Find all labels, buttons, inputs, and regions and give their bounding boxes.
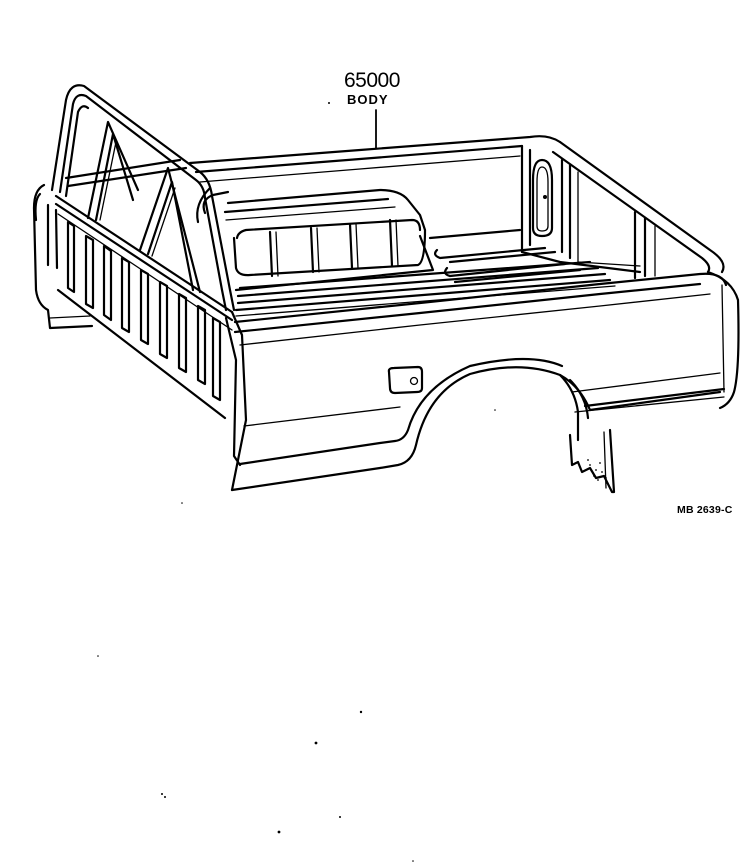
- bed-storage-box: [196, 186, 427, 278]
- callout-leader-line: [328, 102, 377, 149]
- callout-part-name: BODY: [347, 92, 389, 107]
- bed-floor-ribs: [234, 228, 616, 317]
- scan-speckles: [97, 409, 496, 862]
- roll-bar: [46, 84, 236, 312]
- mud-flap: [568, 428, 616, 494]
- bed-side-outer-panel: [224, 270, 740, 492]
- bed-front-side-panel: [32, 183, 234, 420]
- callout-part-number: 65000: [344, 69, 400, 92]
- bed-right-inner-wall: [520, 144, 656, 280]
- illustration-reference-code: MB 2639-C: [677, 504, 733, 516]
